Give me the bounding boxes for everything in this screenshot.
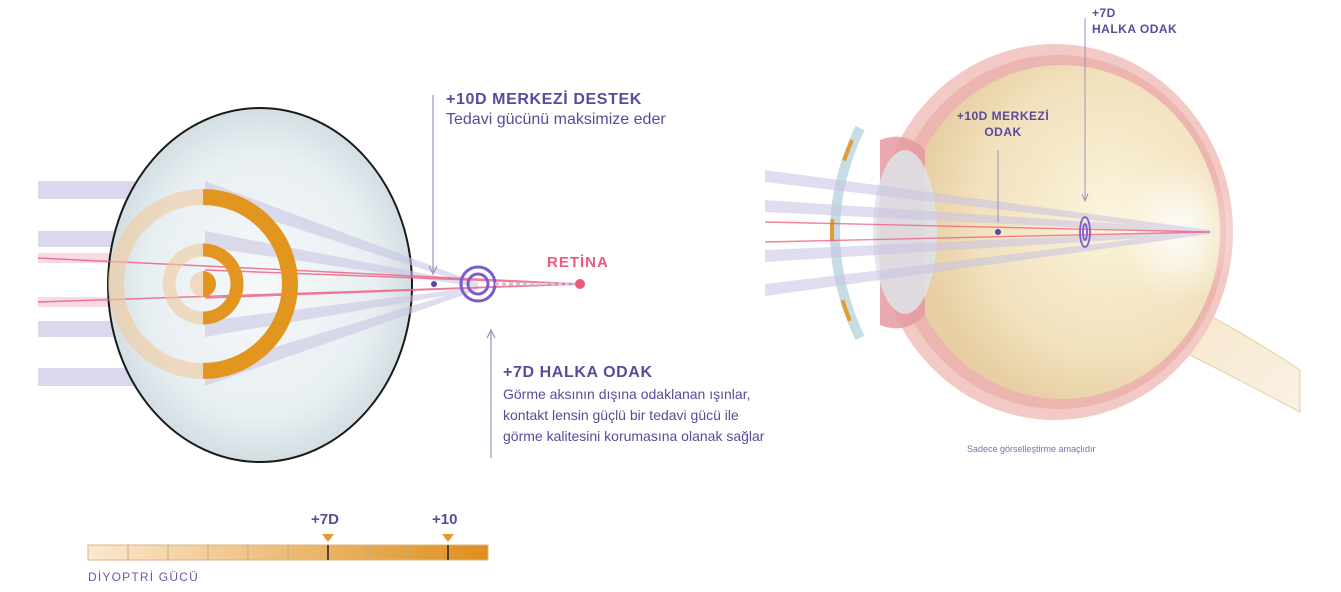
scale-marker-7d: +7D [311,511,339,528]
contact-lens [107,107,413,463]
visualization-note: Sadece görselleştirme amaçlıdır [967,444,1096,454]
eye-ring-focus-line1: +7D [1092,6,1116,20]
lens-treatment-rings [108,189,298,379]
retina-label: RETİNA [547,254,609,271]
scale-marker-10d: +10 [432,511,458,528]
eye-illustration [764,18,1301,420]
ring-focus-desc-line3: görme kalitesini korumasına olanak sağla… [503,428,765,444]
ring-focus-title: +7D HALKA ODAK [503,364,653,381]
central-support-title: +10D MERKEZİ DESTEK [446,91,642,108]
eye-central-focus-line1: +10D MERKEZİ [956,109,1050,123]
central-support-subtitle: Tedavi gücünü maksimize eder [446,111,666,128]
diopter-power-label: DİYOPTRİ GÜCÜ [88,570,199,584]
pink-rays [37,257,581,303]
retina-point [575,279,585,289]
eye-ring-focus-label: +7D HALKA ODAK [1092,5,1177,37]
marker-10d-arrow [442,534,454,542]
eye-central-focus-label: +10D MERKEZİ ODAK [943,108,1063,140]
central-focus-dot [431,281,437,287]
ring-focus-desc-line1: Görme aksının dışına odaklanan ışınlar, [503,386,751,402]
ring-focus-desc-line2: kontakt lensin güçlü bir tedavi gücü ile [503,407,739,423]
marker-7d-arrow [322,534,334,542]
eye-ring-focus-line2: HALKA ODAK [1092,22,1178,36]
diopter-scale [87,534,489,561]
callout-pointers [428,95,496,458]
eye-central-focus-line2: ODAK [984,125,1022,139]
